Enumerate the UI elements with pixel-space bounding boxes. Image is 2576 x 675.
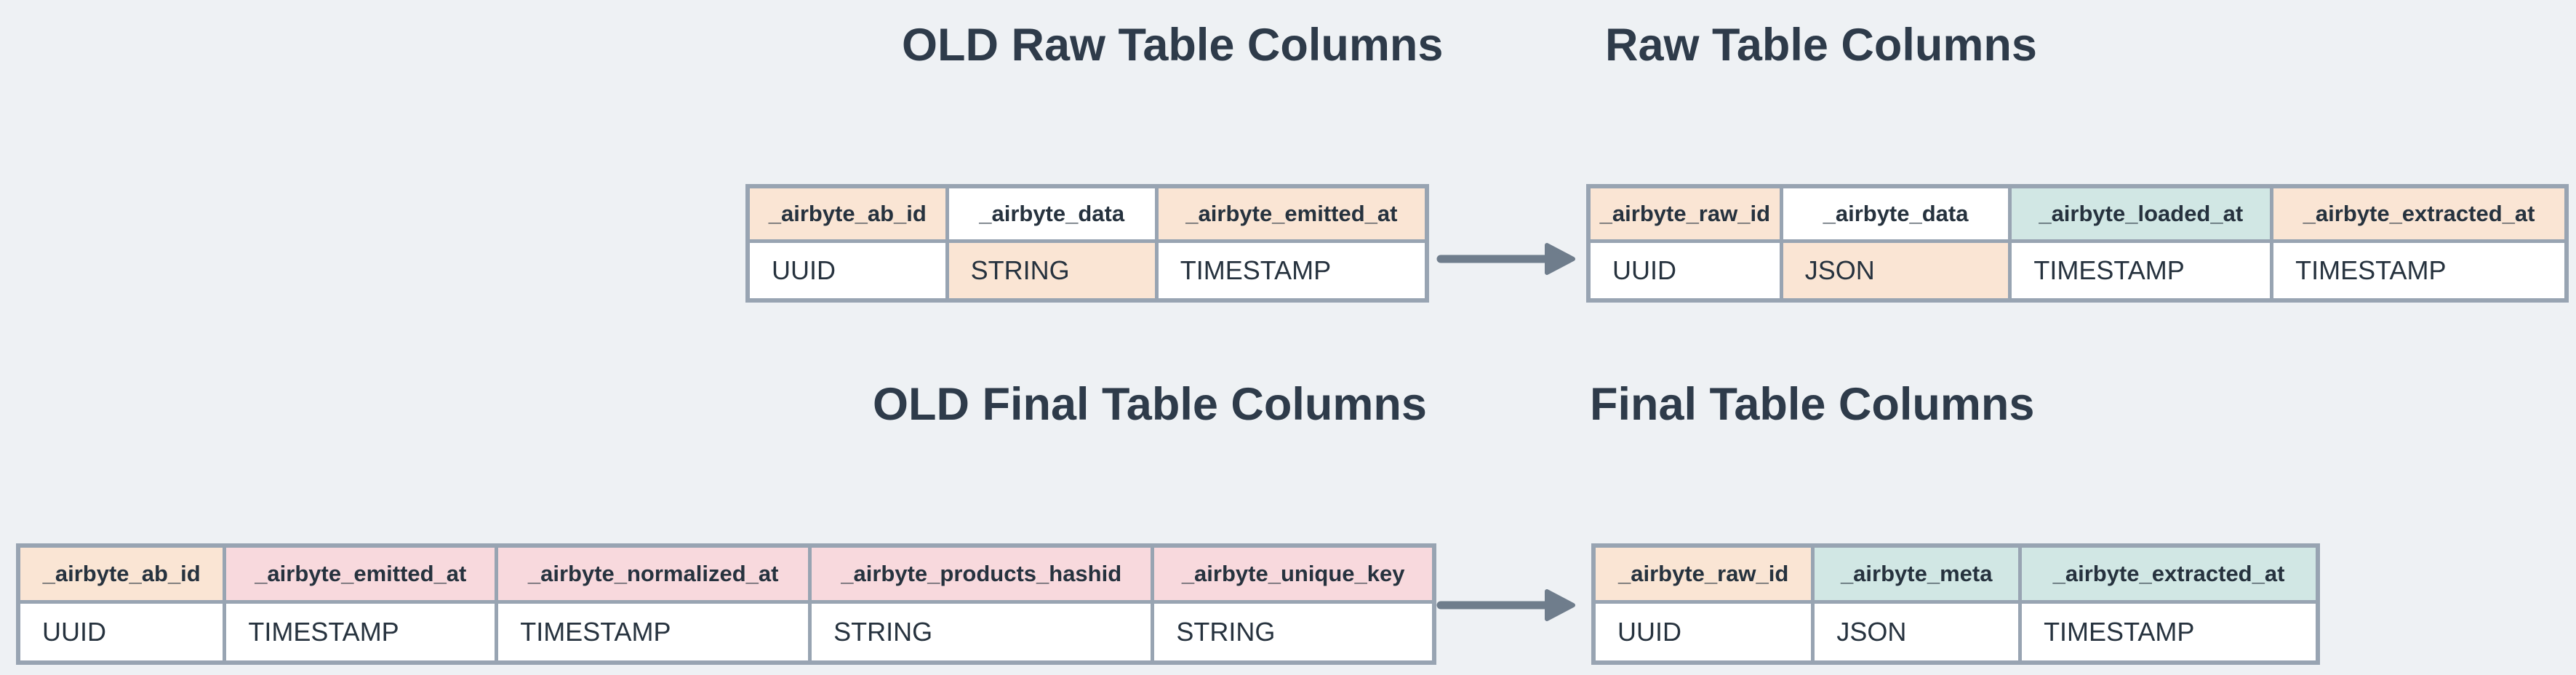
raw-table-value-cell-3: TIMESTAMP bbox=[2273, 243, 2564, 298]
old-raw-table-header-cell-1: _airbyte_data bbox=[948, 188, 1155, 240]
final-table-title: Final Table Columns bbox=[1590, 379, 2035, 430]
old-raw-table-value-cell-1: STRING bbox=[948, 243, 1155, 298]
old-final-table-value-cell-4: STRING bbox=[1154, 604, 1432, 660]
final-table-header-cell-1: _airbyte_meta bbox=[1815, 548, 2019, 600]
old-final-table-header-cell-1: _airbyte_emitted_at bbox=[226, 548, 495, 600]
old-raw-table-value-cell-2: TIMESTAMP bbox=[1158, 243, 1425, 298]
final-table-value-cell-0: UUID bbox=[1596, 604, 1812, 660]
final-table-header-cell-2: _airbyte_extracted_at bbox=[2022, 548, 2316, 600]
old-final-table-value-cell-1: TIMESTAMP bbox=[226, 604, 495, 660]
raw-table: _airbyte_raw_id_airbyte_data_airbyte_loa… bbox=[1586, 184, 2569, 303]
old-raw-table-header-cell-0: _airbyte_ab_id bbox=[750, 188, 945, 240]
final-table-value-cell-2: TIMESTAMP bbox=[2022, 604, 2316, 660]
old-raw-table-value-cell-0: UUID bbox=[750, 243, 945, 298]
final-table: _airbyte_raw_id_airbyte_meta_airbyte_ext… bbox=[1591, 543, 2320, 665]
raw-table-header-cell-1: _airbyte_data bbox=[1783, 188, 2009, 240]
raw-table-value-cell-1: JSON bbox=[1783, 243, 2009, 298]
raw-table-value-cell-2: TIMESTAMP bbox=[2012, 243, 2271, 298]
right-arrow-icon bbox=[1436, 589, 1575, 621]
raw-table-value-cell-0: UUID bbox=[1591, 243, 1780, 298]
old-final-table-value-cell-3: STRING bbox=[812, 604, 1151, 660]
old-final-table-value-cell-2: TIMESTAMP bbox=[498, 604, 809, 660]
old-raw-table: _airbyte_ab_id_airbyte_data_airbyte_emit… bbox=[745, 184, 1429, 303]
old-raw-table-header-cell-2: _airbyte_emitted_at bbox=[1158, 188, 1425, 240]
right-arrow-icon bbox=[1436, 243, 1575, 275]
final-table-value-cell-1: JSON bbox=[1815, 604, 2019, 660]
old-final-table-value-cell-0: UUID bbox=[20, 604, 223, 660]
raw-table-header-cell-0: _airbyte_raw_id bbox=[1591, 188, 1780, 240]
old-final-table-title: OLD Final Table Columns bbox=[873, 379, 1427, 430]
raw-table-header-cell-2: _airbyte_loaded_at bbox=[2012, 188, 2271, 240]
old-raw-table-title: OLD Raw Table Columns bbox=[902, 20, 1444, 71]
old-final-table-header-cell-4: _airbyte_unique_key bbox=[1154, 548, 1432, 600]
old-final-table: _airbyte_ab_id_airbyte_emitted_at_airbyt… bbox=[16, 543, 1436, 665]
raw-table-header-cell-3: _airbyte_extracted_at bbox=[2273, 188, 2564, 240]
old-final-table-header-cell-0: _airbyte_ab_id bbox=[20, 548, 223, 600]
old-final-table-header-cell-2: _airbyte_normalized_at bbox=[498, 548, 809, 600]
final-table-header-cell-0: _airbyte_raw_id bbox=[1596, 548, 1812, 600]
old-final-table-header-cell-3: _airbyte_products_hashid bbox=[812, 548, 1151, 600]
raw-table-title: Raw Table Columns bbox=[1605, 20, 2037, 71]
